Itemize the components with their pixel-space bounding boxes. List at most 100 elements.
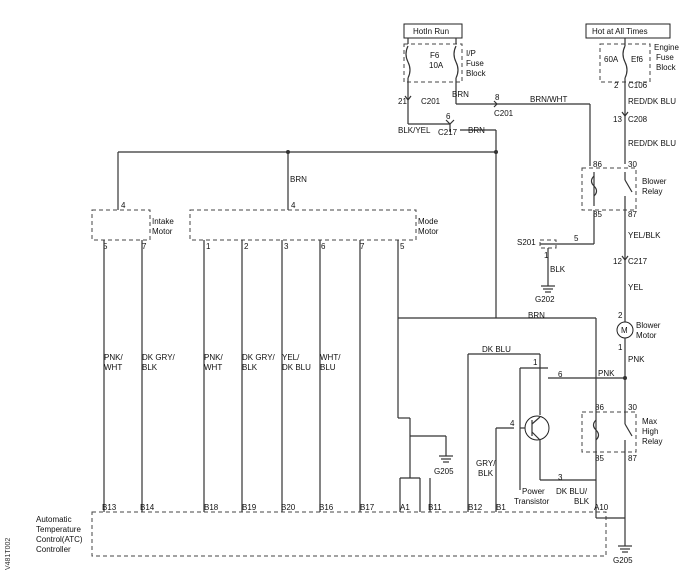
fuse-f6-rating: 10A (429, 61, 444, 70)
transistor-pin-6: 6 (558, 370, 563, 379)
mode-motor-pin-1: 1 (206, 242, 211, 251)
max-high-relay (581, 411, 637, 453)
engine-fuse-block-label-3: Block (656, 63, 677, 72)
mode-motor-label-2: Motor (418, 227, 439, 236)
fuse-f6-symbol (453, 45, 459, 79)
max-high-relay-label-2: High (642, 427, 658, 436)
wire-brn-wht: BRN/WHT (530, 95, 567, 104)
blower-relay-pin-85: 85 (593, 210, 602, 219)
blower-motor-label-2: Motor (636, 331, 657, 340)
atc-label-1: Automatic (36, 515, 72, 524)
atc-pin-b11: B11 (428, 503, 442, 512)
blower-relay (581, 167, 637, 211)
pin-12: 12 (613, 257, 622, 266)
hot-at-all-times-label: Hot at All Times (592, 27, 648, 36)
atc-label-2: Temperature (36, 525, 81, 534)
mode-motor-label-1: Mode (418, 217, 439, 226)
wire-wht-blu-a: WHT/ (320, 353, 341, 362)
wire-gry-blk: BLK (478, 469, 494, 478)
intake-motor-pin-4: 4 (121, 201, 126, 210)
wire-blk: BLK (550, 265, 566, 274)
pin-13: 13 (613, 115, 622, 124)
wire-dk-gry-blk-1a: DK GRY/ (142, 353, 176, 362)
atc-pin-b1: B1 (496, 503, 506, 512)
wire-red-dk-blu-1: RED/DK BLU (628, 97, 676, 106)
diagram-id-label: V481T002 (5, 538, 12, 570)
s201-pin-5: 5 (574, 234, 579, 243)
blower-relay-pin-87: 87 (628, 210, 637, 219)
atc-pin-b17: B17 (360, 503, 375, 512)
transistor-pin-1: 1 (533, 358, 538, 367)
connector-c217-right: C217 (628, 257, 648, 266)
max-high-relay-pin-86: 86 (595, 403, 604, 412)
atc-pin-a10: A10 (594, 503, 609, 512)
mode-motor-pin-3: 3 (284, 242, 289, 251)
atc-pin-b20: B20 (281, 503, 296, 512)
blower-motor-symbol: M (621, 326, 628, 335)
wire-pnk-wht-2b: WHT (204, 363, 222, 372)
blower-motor-pin-2: 2 (618, 311, 623, 320)
pin-21: 21 (398, 97, 407, 106)
engine-fuse-block-label-1: Engine (654, 43, 679, 52)
mode-motor (189, 209, 417, 241)
pin-6-c217: 6 (446, 112, 451, 121)
connector-c201-right: C201 (494, 109, 514, 118)
wire-dk-blu: DK BLU (482, 345, 511, 354)
max-high-relay-pin-30: 30 (628, 403, 637, 412)
wire-pnk-wht-2a: PNK/ (204, 353, 223, 362)
atc-pin-b18: B18 (204, 503, 219, 512)
mode-motor-pin-4: 4 (291, 201, 296, 210)
intake-motor (91, 209, 151, 241)
wire-pnk-right: PNK (628, 355, 645, 364)
wire-pnk-wht-1b: WHT (104, 363, 122, 372)
intake-motor-label-1: Intake (152, 217, 174, 226)
splice-s201-label: S201 (517, 238, 536, 247)
atc-label-4: Controller (36, 545, 71, 554)
hot-in-run-label: HotIn Run (413, 27, 449, 36)
wire-red-dk-blu-2: RED/DK BLU (628, 139, 676, 148)
mode-motor-pin-5: 5 (400, 242, 405, 251)
hot-in-run-box (403, 23, 463, 39)
atc-pin-b13: B13 (102, 503, 117, 512)
engine-fuse-block-label-2: Fuse (656, 53, 674, 62)
intake-motor-label-2: Motor (152, 227, 173, 236)
blower-relay-switch (624, 179, 633, 193)
s201-pin-1: 1 (544, 251, 549, 260)
ip-fuse-block (403, 43, 463, 83)
connector-c217-top: C217 (438, 128, 458, 137)
max-high-relay-label-1: Max (642, 417, 657, 426)
fuse-ef6-symbol (622, 45, 628, 79)
ground-g205-right: G205 (613, 556, 633, 565)
max-high-relay-label-3: Relay (642, 437, 662, 446)
wire-dk-gry-blk-2b: BLK (242, 363, 258, 372)
power-transistor-label-2: Transistor (514, 497, 550, 506)
fuse-ef6-rating: 60A (604, 55, 619, 64)
blower-relay-pin-30: 30 (628, 160, 637, 169)
wire-wht-blu-b: BLU (320, 363, 336, 372)
blower-motor-pin-1: 1 (618, 343, 623, 352)
wire-dk-blu-blk-1: DK BLU/ (556, 487, 588, 496)
blower-relay-label-1: Blower (642, 177, 667, 186)
ground-g202: G202 (535, 295, 555, 304)
wire-pnk-transistor: PNK (598, 369, 615, 378)
atc-pin-b14: B14 (140, 503, 155, 512)
atc-label-3: Control(ATC) (36, 535, 83, 544)
intake-motor-pin-7: 7 (142, 242, 147, 251)
transistor-pin-3: 3 (558, 473, 563, 482)
atc-pin-b19: B19 (242, 503, 257, 512)
wire-yel-dk-blu-b: DK BLU (282, 363, 311, 372)
atc-pin-b16: B16 (319, 503, 334, 512)
intake-motor-pin-5: 5 (103, 242, 108, 251)
wire-brn-lower: BRN (528, 311, 545, 320)
mode-motor-pin-6: 6 (321, 242, 326, 251)
blower-relay-label-2: Relay (642, 187, 662, 196)
connector-c208: C208 (628, 115, 648, 124)
fuse-ef6-name: Ef6 (631, 55, 644, 64)
max-high-relay-pin-85: 85 (595, 454, 604, 463)
blower-motor-label-1: Blower (636, 321, 661, 330)
max-high-relay-switch (624, 423, 633, 437)
atc-controller (91, 511, 607, 557)
wire-dk-gry-blk-1b: BLK (142, 363, 158, 372)
